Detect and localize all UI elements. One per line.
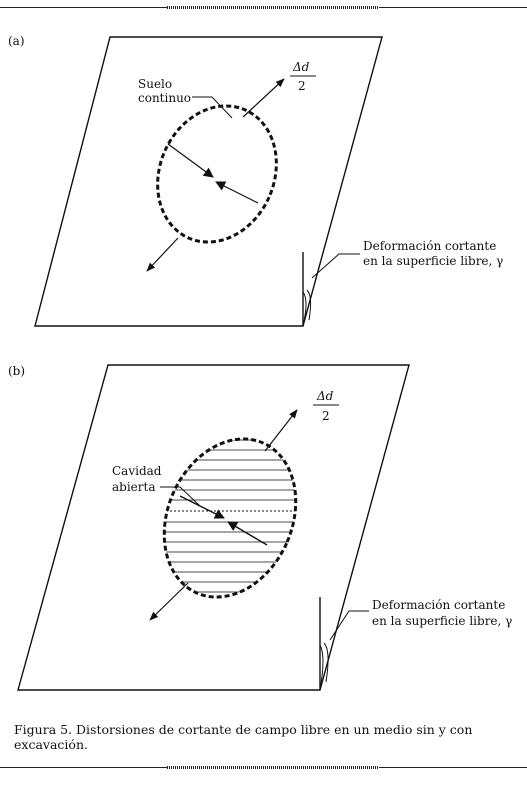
panel-a-inner-arrow-left <box>167 143 214 178</box>
panel-a-arrow-up <box>242 78 285 118</box>
panel-a-shear-label-1: Deformación cortante <box>363 239 496 253</box>
panel-a-shear-leader <box>311 253 360 279</box>
panel-a: (a) Δd 2 Suelo continuo Deformación cort… <box>8 34 503 327</box>
panel-b-leader <box>160 486 201 507</box>
bottom-rule-mark <box>167 766 379 769</box>
panel-a-plane <box>34 36 383 327</box>
panel-b-shear-leader <box>329 610 369 641</box>
panel-a-shear-label-2: en la superficie libre, γ <box>363 254 503 268</box>
panel-a-ellipse-label-1: Suelo <box>138 77 172 91</box>
panel-a-shear-arc-2 <box>306 289 312 321</box>
panel-b-label: (b) <box>8 364 25 378</box>
panel-b-arrow-down <box>149 582 189 621</box>
panel-b-ellipse-label-1: Cavidad <box>112 464 162 478</box>
panel-b-delta-den: 2 <box>322 409 330 423</box>
panel-b-shear-label-1: Deformación cortante <box>372 598 505 612</box>
panel-b-inner-arrow-right <box>227 521 268 546</box>
panel-a-arrow-down <box>146 237 179 272</box>
panel-b: (b) Δd 2 Cavidad abi <box>8 364 512 691</box>
panel-a-ellipse <box>156 104 278 244</box>
panel-a-leader <box>192 96 233 119</box>
panel-b-delta-num: Δd <box>316 389 334 403</box>
panel-b-arrow-up <box>264 409 298 452</box>
panel-b-plane <box>17 364 410 691</box>
panel-b-inner-arrow-left <box>179 495 225 519</box>
panel-b-shear-arc-1 <box>319 644 324 691</box>
figure-caption: Figura 5. Distorsiones de cortante de ca… <box>14 722 473 752</box>
panel-a-delta-num: Δd <box>292 60 310 74</box>
panel-b-ellipse <box>162 437 298 599</box>
panel-a-label: (a) <box>8 34 25 48</box>
panel-a-shear-arc-1 <box>302 291 307 327</box>
top-rule-mark <box>167 6 379 9</box>
panel-b-shear-arc-2 <box>323 642 329 683</box>
panel-a-delta-den: 2 <box>298 79 306 93</box>
panel-b-shear-label-2: en la superficie libre, γ <box>372 614 512 628</box>
panel-a-inner-arrow-right <box>215 181 259 204</box>
panel-b-ellipse-label-2: abierta <box>112 480 156 494</box>
panel-a-ellipse-label-2: continuo <box>138 91 191 105</box>
